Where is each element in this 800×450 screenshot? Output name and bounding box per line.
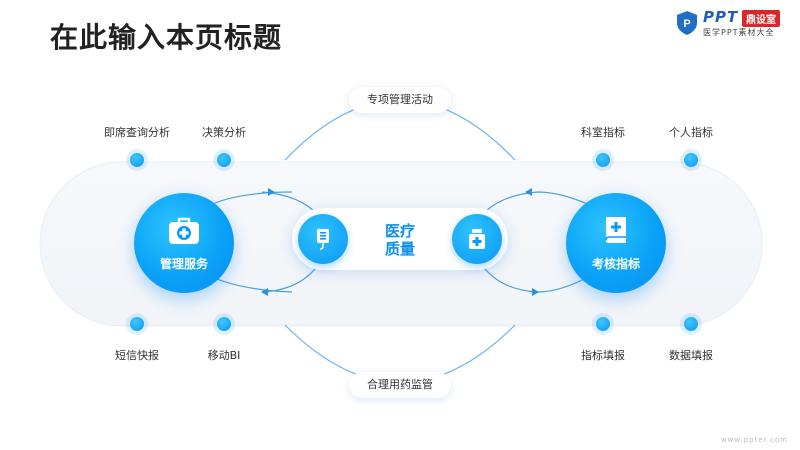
dot-index-fill bbox=[596, 317, 610, 331]
page-title: 在此输入本页标题 bbox=[50, 21, 283, 54]
arrow-right-top bbox=[525, 188, 532, 196]
arrow-left-bottom bbox=[261, 288, 268, 296]
node-label: 管理服务 bbox=[159, 257, 208, 271]
arrow-right-bottom bbox=[532, 288, 539, 296]
left-loop-top bbox=[209, 191, 293, 206]
dot-mobile-bi bbox=[217, 317, 231, 331]
label-index-fill: 指标填报 bbox=[581, 349, 625, 362]
right-loop-top bbox=[481, 191, 591, 216]
logo-brand: PPT bbox=[703, 8, 739, 26]
medicine-bottle-icon bbox=[469, 229, 485, 249]
svg-text:P: P bbox=[683, 18, 690, 30]
iv-bag-icon bbox=[317, 229, 329, 250]
left-loop-bottom-b bbox=[261, 264, 319, 293]
medical-book-icon bbox=[605, 217, 626, 243]
node-management-service: 管理服务 bbox=[134, 193, 234, 293]
center-title-line-2: 质量 bbox=[384, 240, 415, 258]
label-personal-index: 个人指标 bbox=[669, 126, 713, 139]
label-department-index: 科室指标 bbox=[581, 126, 625, 139]
shield-icon: P bbox=[677, 11, 697, 35]
watermark: www.ppter.com bbox=[720, 436, 788, 444]
brand-logo: P PPT 鼎设室 医学PPT素材大全 bbox=[676, 8, 794, 40]
dot-personal-index bbox=[684, 153, 698, 167]
dot-ad-hoc-query bbox=[130, 153, 144, 167]
bottom-pill: 合理用药监管 bbox=[349, 372, 451, 398]
node-assessment-index: 考核指标 bbox=[566, 193, 666, 293]
iv-bag-node bbox=[298, 214, 348, 264]
dot-department-index bbox=[596, 153, 610, 167]
top-pill: 专项管理活动 bbox=[349, 87, 451, 113]
medicine-bottle-node bbox=[452, 214, 502, 264]
label-decision-analysis: 决策分析 bbox=[202, 126, 246, 139]
dot-sms-report bbox=[130, 317, 144, 331]
node-label: 考核指标 bbox=[591, 257, 640, 271]
medical-kit-icon bbox=[169, 217, 199, 244]
label-ad-hoc-query: 即席查询分析 bbox=[104, 126, 170, 139]
center-title: 医疗 质量 bbox=[377, 222, 423, 258]
dot-decision-analysis bbox=[217, 153, 231, 167]
label-data-fill: 数据填报 bbox=[669, 349, 713, 362]
label-sms-report: 短信快报 bbox=[115, 349, 159, 362]
center-card: 医疗 质量 bbox=[292, 208, 508, 270]
label-mobile-bi: 移动BI bbox=[207, 349, 241, 362]
arrow-left-top bbox=[268, 188, 275, 196]
logo-tag: 鼎设室 bbox=[742, 10, 780, 27]
logo-subtitle: 医学PPT素材大全 bbox=[703, 28, 775, 37]
center-title-line-1: 医疗 bbox=[384, 222, 415, 240]
dot-data-fill bbox=[684, 317, 698, 331]
